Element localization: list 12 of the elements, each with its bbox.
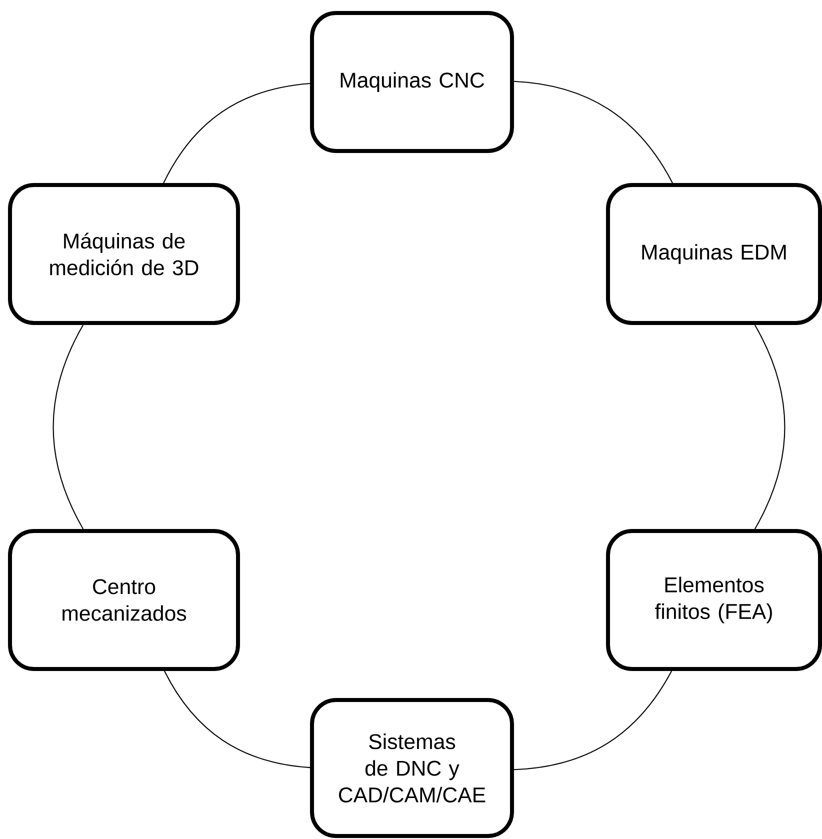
connector-arc bbox=[164, 670, 310, 768]
connector-arc bbox=[163, 82, 310, 184]
process-box: Máquinas de medición de 3D bbox=[8, 183, 240, 325]
connector-arc bbox=[514, 80, 673, 184]
connector-arc bbox=[514, 670, 672, 770]
connector-arc bbox=[754, 324, 786, 530]
process-box: Centro mecanizados bbox=[8, 529, 240, 671]
connector-arc bbox=[52, 324, 84, 530]
process-box: Elementos finitos (FEA) bbox=[606, 529, 822, 671]
process-box: Sistemas de DNC y CAD/CAM/CAE bbox=[310, 698, 514, 838]
process-box: Maquinas CNC bbox=[310, 11, 514, 153]
process-box: Maquinas EDM bbox=[606, 183, 822, 325]
